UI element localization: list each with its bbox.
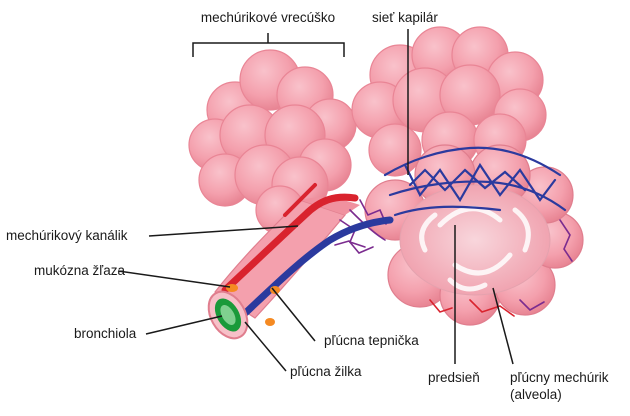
label-mucous-gland: mukózna žľaza — [34, 263, 125, 278]
pulmonary-artery-vessel — [221, 183, 359, 294]
label-alveolus-line2: (alveola) — [510, 387, 562, 402]
pulmonary-vein-vessel — [236, 216, 394, 322]
bronchiole-cross-section — [207, 290, 249, 340]
label-pulmonary-artery: pľúcna tepnička — [324, 333, 419, 348]
label-bronchiole: bronchiola — [74, 326, 137, 341]
label-alveolar-sacs: mechúrikové vrecúško — [201, 10, 335, 25]
leader-lines — [117, 29, 514, 372]
label-alveolar-duct: mechúrikový kanálik — [6, 228, 128, 243]
label-atrium: predsieň — [428, 370, 480, 385]
label-capillary-network: sieť kapilár — [372, 10, 438, 25]
labels: mechúrikové vrecúško sieť kapilár mechúr… — [6, 10, 609, 402]
alveolar-sacs-bracket — [192, 33, 345, 57]
label-pulmonary-vein: pľúcna žilka — [290, 364, 362, 379]
alveolar-sac-left — [188, 49, 357, 235]
label-alveolus-line1: pľúcny mechúrik — [510, 370, 609, 385]
bronchiole-tube — [214, 197, 360, 319]
